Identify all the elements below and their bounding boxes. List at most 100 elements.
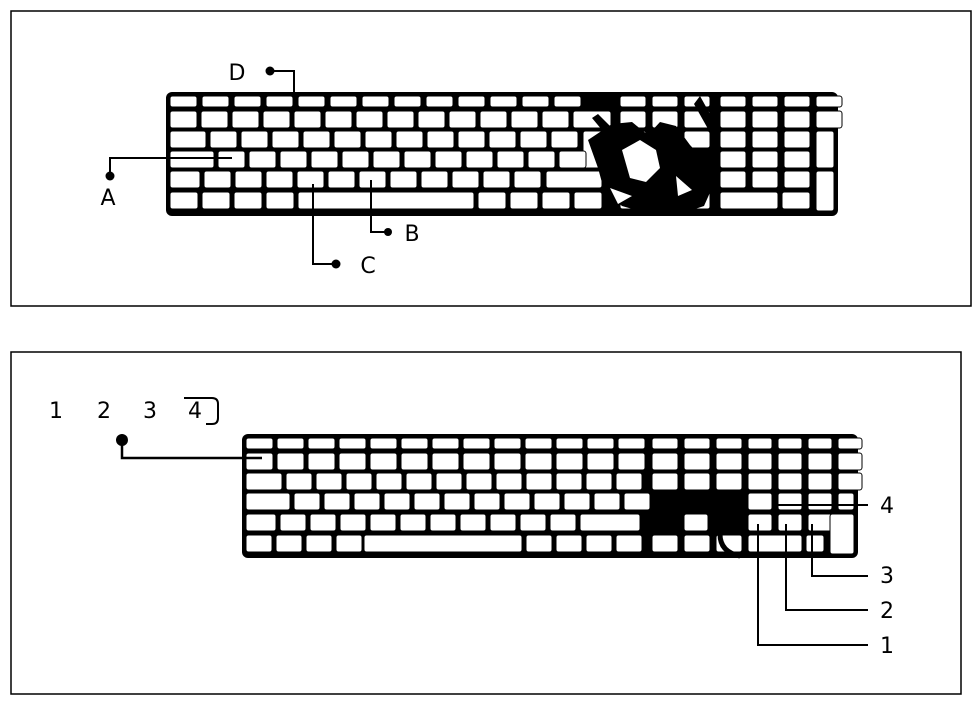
keycap bbox=[748, 535, 802, 552]
keycap bbox=[458, 96, 485, 107]
keycap bbox=[784, 96, 810, 107]
keycap bbox=[316, 473, 342, 490]
keycap bbox=[280, 514, 306, 531]
keycap bbox=[436, 473, 462, 490]
keycap bbox=[364, 535, 522, 552]
keycap bbox=[684, 473, 710, 490]
callout-d-label: D bbox=[229, 61, 246, 86]
keycap bbox=[474, 493, 500, 510]
keycap bbox=[778, 453, 802, 470]
keycap bbox=[490, 96, 517, 107]
keycap bbox=[401, 438, 428, 449]
keycap bbox=[232, 111, 259, 128]
keycap bbox=[280, 151, 307, 168]
keycap bbox=[246, 535, 272, 552]
keycap bbox=[426, 96, 453, 107]
keycap bbox=[551, 131, 578, 148]
keycap bbox=[816, 131, 834, 168]
keycap bbox=[298, 192, 474, 209]
keycap bbox=[276, 535, 302, 552]
keycap bbox=[339, 453, 366, 470]
keycap bbox=[720, 151, 746, 168]
keycap bbox=[778, 438, 802, 449]
panel-top: A B C D bbox=[11, 11, 971, 306]
keycap bbox=[342, 151, 369, 168]
keycap bbox=[336, 535, 362, 552]
legend-number-2: 2 bbox=[97, 399, 111, 424]
keycap bbox=[808, 453, 832, 470]
keycap bbox=[838, 453, 862, 470]
keycap bbox=[311, 151, 338, 168]
keycap bbox=[452, 171, 479, 188]
keycap bbox=[580, 514, 640, 531]
keycap bbox=[294, 493, 320, 510]
keycap bbox=[310, 514, 336, 531]
keycap bbox=[616, 473, 642, 490]
keycap bbox=[716, 438, 742, 449]
keycap bbox=[752, 131, 778, 148]
keycap bbox=[808, 438, 832, 449]
keycap bbox=[816, 171, 834, 211]
keycap bbox=[808, 493, 832, 510]
keycap bbox=[414, 493, 440, 510]
keycap bbox=[684, 438, 710, 449]
keycap bbox=[748, 473, 772, 490]
keycap bbox=[170, 192, 198, 209]
keycap bbox=[559, 151, 586, 168]
keycap bbox=[684, 535, 710, 552]
keycap bbox=[752, 151, 778, 168]
keycap bbox=[359, 171, 386, 188]
keycap bbox=[504, 493, 530, 510]
keycap bbox=[716, 453, 742, 470]
keycap bbox=[449, 111, 476, 128]
keycap bbox=[616, 535, 642, 552]
keycap bbox=[241, 131, 268, 148]
keycap bbox=[308, 438, 335, 449]
keycap bbox=[587, 438, 614, 449]
keycap bbox=[483, 171, 510, 188]
keycap bbox=[542, 192, 570, 209]
keycap bbox=[480, 111, 507, 128]
keycap bbox=[373, 151, 400, 168]
keycap bbox=[201, 111, 228, 128]
keycap bbox=[263, 111, 290, 128]
keycap bbox=[235, 171, 262, 188]
keycap bbox=[784, 111, 810, 128]
keycap bbox=[778, 493, 802, 510]
keycap bbox=[778, 514, 802, 531]
keycap bbox=[432, 453, 459, 470]
keycap bbox=[816, 111, 842, 128]
keycap bbox=[458, 131, 485, 148]
keycap bbox=[652, 438, 678, 449]
keycap bbox=[303, 131, 330, 148]
keycap bbox=[816, 96, 842, 107]
keycap bbox=[370, 453, 397, 470]
keycap bbox=[266, 171, 293, 188]
keycap bbox=[838, 493, 854, 510]
keycap bbox=[564, 493, 590, 510]
keycap bbox=[720, 96, 746, 107]
keycap bbox=[784, 151, 810, 168]
keycap bbox=[266, 192, 294, 209]
keycap bbox=[306, 535, 332, 552]
callout-c-label: C bbox=[360, 254, 375, 279]
keycap bbox=[514, 171, 541, 188]
keycap bbox=[418, 111, 445, 128]
keycap bbox=[466, 151, 493, 168]
keycap bbox=[460, 514, 486, 531]
keycap bbox=[752, 171, 778, 188]
keycap bbox=[684, 514, 708, 531]
keycap bbox=[652, 535, 678, 552]
callout-b-dot bbox=[384, 228, 392, 236]
keycap bbox=[202, 192, 230, 209]
callout-4-label: 4 bbox=[880, 494, 894, 519]
keycap bbox=[234, 96, 261, 107]
legend-number-3: 3 bbox=[143, 399, 157, 424]
keycap bbox=[556, 453, 583, 470]
callout-b-label: B bbox=[404, 222, 419, 247]
keycap bbox=[246, 438, 273, 449]
keycap bbox=[494, 438, 521, 449]
keycap bbox=[362, 96, 389, 107]
